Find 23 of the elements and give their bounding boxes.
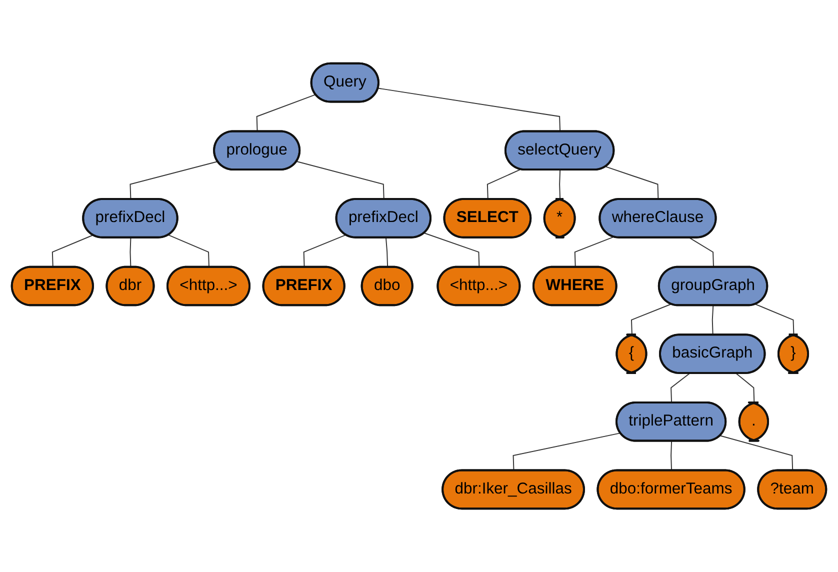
connector bbox=[424, 232, 480, 268]
connector bbox=[605, 166, 659, 200]
connector bbox=[296, 160, 384, 200]
connector bbox=[630, 304, 672, 336]
connector bbox=[385, 237, 388, 268]
connector bbox=[720, 435, 794, 472]
connector bbox=[52, 234, 94, 268]
connector bbox=[168, 234, 210, 268]
connector bbox=[486, 168, 521, 200]
connector bbox=[130, 160, 218, 200]
connector bbox=[670, 440, 672, 472]
connector bbox=[755, 304, 794, 336]
connector bbox=[378, 88, 561, 132]
connector bbox=[130, 237, 132, 268]
connector bbox=[712, 305, 714, 336]
connector bbox=[736, 372, 755, 404]
connector bbox=[559, 170, 561, 200]
connector bbox=[303, 234, 346, 268]
connector bbox=[670, 372, 690, 404]
connector bbox=[574, 236, 614, 268]
connector bbox=[512, 432, 621, 472]
connector bbox=[688, 237, 714, 268]
connector bbox=[256, 94, 316, 132]
